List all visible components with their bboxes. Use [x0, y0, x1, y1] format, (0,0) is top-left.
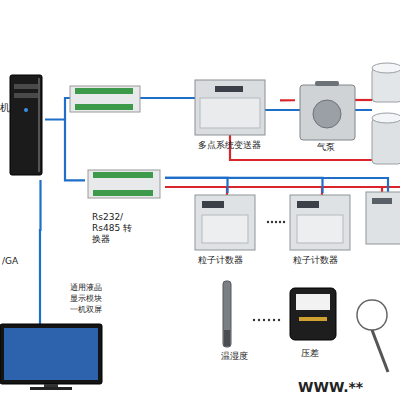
converter-body — [88, 170, 160, 198]
device-body — [366, 192, 400, 244]
device-label: 压差 — [301, 348, 341, 359]
device-label: Rs232/ Rs485 转换器 — [92, 212, 134, 245]
watermark: WWW.** — [298, 379, 400, 395]
monitor-base — [30, 387, 72, 390]
connector-wire — [45, 120, 85, 181]
counter-body — [290, 195, 350, 250]
pump-handle — [315, 81, 339, 86]
terminal-strip — [75, 104, 133, 110]
converter-body — [70, 86, 140, 112]
probe-rod — [223, 281, 231, 347]
terminal-strip — [93, 172, 153, 178]
connector-wire — [165, 178, 228, 193]
device-transmitter: 多点系统变送器 — [190, 78, 280, 158]
sampling-head — [372, 63, 400, 73]
counter-panel — [297, 215, 343, 243]
counter-body — [195, 195, 255, 250]
bus-wire — [140, 97, 195, 99]
power-led — [24, 108, 28, 112]
device-label: 粒子计数器 — [293, 255, 358, 266]
nameplate — [215, 86, 243, 92]
device-illustration — [0, 70, 45, 180]
monitor-frame — [0, 324, 102, 384]
air-tube — [165, 186, 400, 188]
air-tube — [227, 187, 382, 195]
signal-label: /GA — [2, 256, 42, 266]
device-probe: 温湿度 — [215, 278, 260, 368]
monitor-screen — [4, 328, 98, 380]
counter-display — [202, 201, 224, 208]
sampling-heads — [372, 63, 400, 164]
vga-wire — [39, 280, 41, 324]
device-pump: 气泵 — [295, 80, 365, 155]
connector-wire — [165, 178, 323, 193]
right-counter — [366, 192, 400, 244]
bus-wire — [65, 98, 70, 120]
top-converter — [70, 86, 140, 112]
device-counter: 粒子计数器 — [285, 193, 360, 273]
bus-wire — [322, 178, 388, 192]
device-monitor: 通用液晶 显示模块 一机双屏 — [0, 280, 112, 392]
device-label: 多点系统变送器 — [198, 140, 280, 151]
gauge-button — [299, 317, 327, 321]
drive-bay — [14, 93, 38, 98]
device-label: 机 — [0, 102, 10, 113]
right-probe — [357, 300, 388, 372]
device-label: 温湿度 — [221, 351, 261, 362]
sampling-head — [372, 113, 400, 123]
device-label: 气泵 — [317, 142, 357, 153]
drive-bay — [14, 84, 38, 89]
device-counter: 粒子计数器 — [190, 193, 265, 273]
case-edge — [38, 78, 40, 172]
sampling-head — [372, 118, 400, 164]
device-label: 通用液晶 显示模块 一机双屏 — [70, 282, 106, 315]
gauge-body — [290, 288, 336, 340]
device-converter: Rs232/ Rs485 转换器 — [85, 168, 165, 250]
pump-body — [300, 85, 355, 140]
probe-tip — [224, 330, 230, 346]
device-display — [372, 198, 392, 204]
tower-case — [10, 75, 42, 175]
device-computer: 机 — [0, 70, 45, 180]
probe-cable — [357, 300, 387, 330]
counter-display — [297, 201, 319, 208]
front-panel — [200, 98, 260, 128]
probe-rod — [372, 330, 388, 372]
device-label: 粒子计数器 — [198, 255, 263, 266]
counter-panel — [202, 215, 248, 243]
terminal-strip — [75, 88, 133, 94]
device-pressure: 压差 — [285, 285, 345, 367]
gauge-screen — [296, 294, 330, 310]
pump-fan — [313, 100, 341, 128]
terminal-strip — [93, 190, 153, 196]
connector-wire — [39, 180, 42, 280]
connector-wire — [280, 99, 295, 101]
ellipsis-dots — [253, 221, 285, 321]
air-tube — [355, 99, 372, 101]
transmitter-body — [195, 80, 265, 135]
